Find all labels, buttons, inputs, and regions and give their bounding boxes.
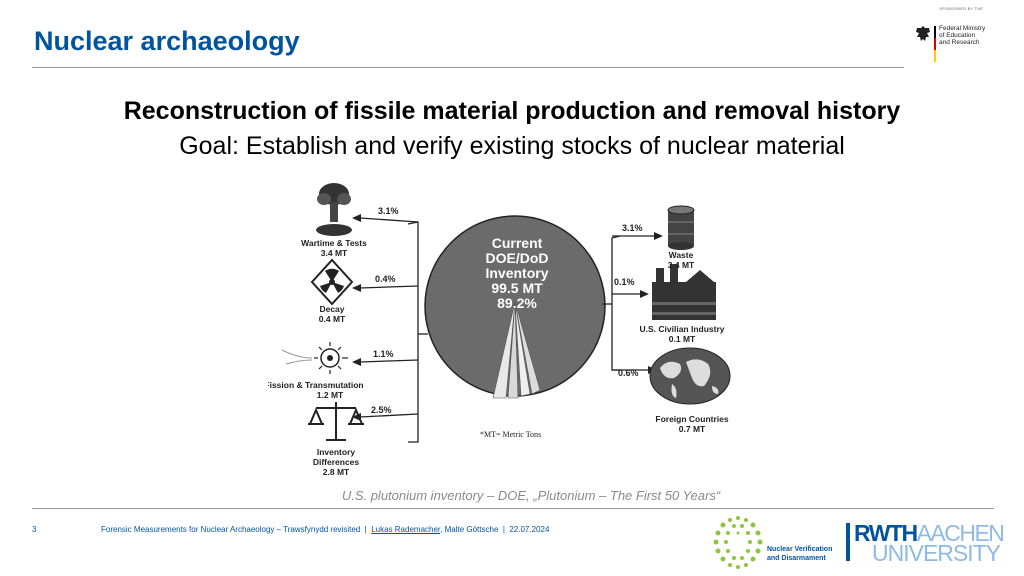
inventory-differences-amount: 2.8 MT xyxy=(323,467,350,477)
center-label-line: DOE/DoD xyxy=(486,250,549,266)
foreign-percent: 0.6% xyxy=(618,368,639,378)
rwth-logo: RWTHAACHEN UNIVERSITY xyxy=(846,521,1006,565)
foreign-label: Foreign Countries xyxy=(655,414,728,424)
waste-percent: 3.1% xyxy=(622,223,643,233)
sponsor-logo: SPONSORED BY THE Federal Ministry of Edu… xyxy=(915,6,1005,64)
footer-divider xyxy=(32,508,994,509)
slide-goal: Goal: Establish and verify existing stoc… xyxy=(179,132,845,160)
outflow-wedge xyxy=(514,301,541,395)
sponsor-ministry-name: Federal Ministry of Education and Resear… xyxy=(939,25,986,47)
fission-percent: 1.1% xyxy=(373,349,394,359)
slide-heading: Reconstruction of fissile material produ… xyxy=(123,97,901,125)
german-flag-stripe xyxy=(934,26,936,62)
fission-amount: 1.2 MT xyxy=(317,390,344,400)
fission-label: Fission & Transmutation xyxy=(268,380,364,390)
waste-amount: 3.4 MT xyxy=(668,260,695,270)
title-divider xyxy=(32,67,904,68)
rwth-logo-line2: UNIVERSITY xyxy=(872,540,1001,566)
outflow-wedge xyxy=(507,301,519,399)
nvd-dots-logo xyxy=(713,516,763,569)
inventory-differences-label: Differences xyxy=(313,457,360,467)
page-number: 3 xyxy=(32,525,37,534)
outflow-wedge xyxy=(514,301,531,397)
waste-label: Waste xyxy=(669,250,694,260)
center-label-line: 99.5 MT xyxy=(491,280,543,296)
inventory-differences-label: Inventory xyxy=(317,447,356,457)
figure-caption: U.S. plutonium inventory – DOE, „Plutoni… xyxy=(341,488,721,503)
rwth-logo-bar xyxy=(846,523,850,561)
waste-drum-icon xyxy=(667,205,695,250)
figure-footnote: *MT= Metric Tons xyxy=(480,430,541,439)
wartime-label: Wartime & Tests xyxy=(301,238,367,248)
federal-eagle-icon xyxy=(916,26,930,41)
center-label-line: Current xyxy=(492,235,543,251)
center-label-line: 89.2% xyxy=(497,295,537,311)
mushroom-cloud-icon xyxy=(316,183,352,236)
civilian-label: U.S. Civilian Industry xyxy=(639,324,724,334)
footer-citation: Forensic Measurements for Nuclear Archae… xyxy=(101,525,550,534)
author-link[interactable]: Lukas Rademacher xyxy=(371,525,441,534)
decay-amount: 0.4 MT xyxy=(319,314,346,324)
plutonium-inventory-diagram: Current DOE/DoD Inventory 99.5 MT 89.2% … xyxy=(268,183,731,477)
sponsor-tagline: SPONSORED BY THE xyxy=(939,6,984,11)
decay-label: Decay xyxy=(319,304,344,314)
starburst-icon xyxy=(281,342,348,374)
civilian-percent: 0.1% xyxy=(614,277,635,287)
center-label-line: Inventory xyxy=(485,265,548,281)
wartime-amount: 3.4 MT xyxy=(321,248,348,258)
rwth-logo-line1: RWTHAACHEN xyxy=(854,520,1005,546)
page-title: Nuclear archaeology xyxy=(34,26,300,56)
foreign-amount: 0.7 MT xyxy=(679,424,706,434)
world-map-icon xyxy=(649,347,731,405)
factory-icon xyxy=(652,264,716,320)
balance-scale-icon xyxy=(308,402,364,441)
outflow-wedge xyxy=(492,301,516,399)
civilian-amount: 0.1 MT xyxy=(669,334,696,344)
inventory-differences-percent: 2.5% xyxy=(371,405,392,415)
radiation-diamond-icon xyxy=(310,258,354,306)
wartime-percent: 3.1% xyxy=(378,206,399,216)
nvd-logo-text: Nuclear Verification and Disarmament xyxy=(767,546,833,562)
decay-percent: 0.4% xyxy=(375,274,396,284)
